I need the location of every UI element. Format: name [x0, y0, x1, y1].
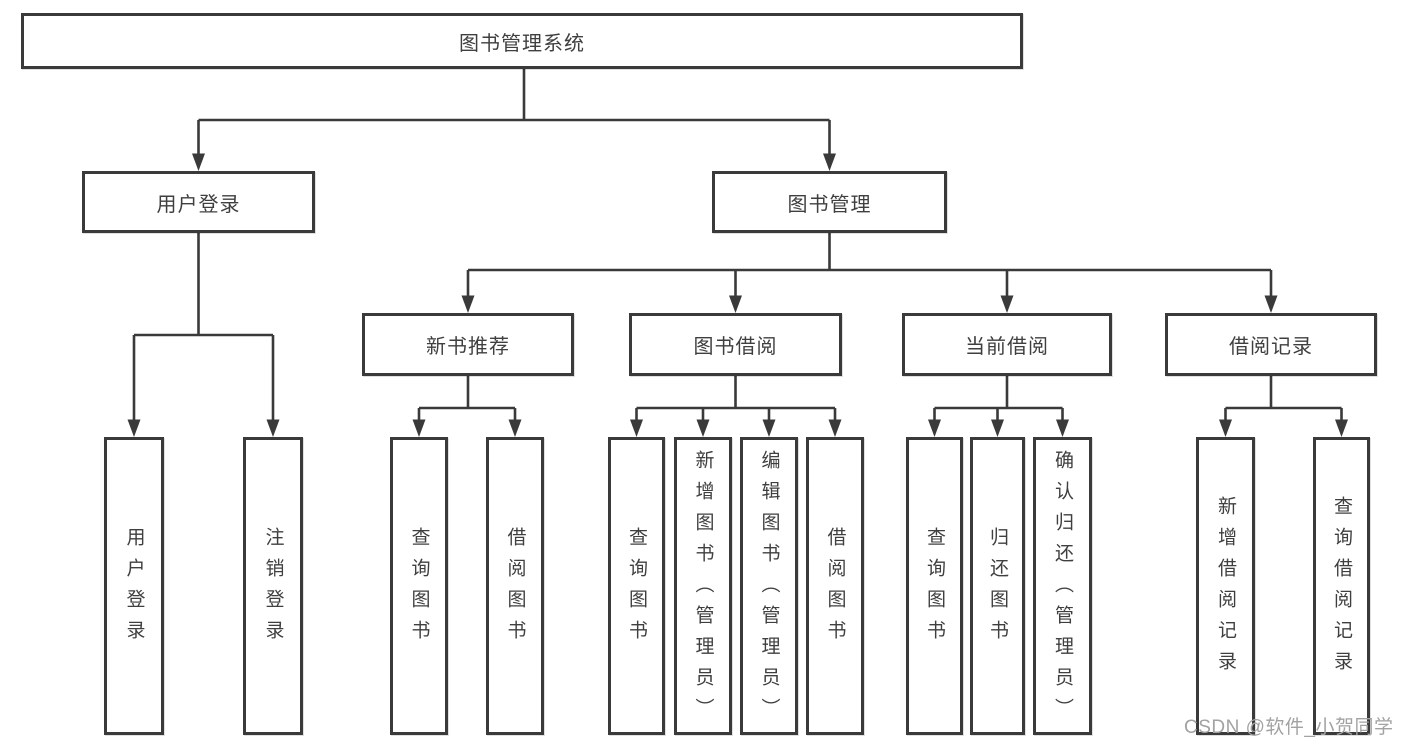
leaf-query-borrow-record: 查询借阅记录: [1313, 437, 1370, 735]
leaf-query-books-current: 查询图书: [906, 437, 963, 735]
connector-borrow-to-leaves: [635, 376, 837, 420]
leaf-query-books-recommend: 查询图书: [390, 437, 448, 735]
leaf-user-login: 用户登录: [104, 437, 164, 735]
arrowheads: [127, 153, 1348, 437]
node-user-login: 用户登录: [82, 171, 315, 233]
leaf-borrow-books: 借阅图书: [806, 437, 864, 735]
leaf-query-books-borrow: 查询图书: [608, 437, 665, 735]
leaf-borrow-books-recommend: 借阅图书: [486, 437, 544, 735]
watermark-text: CSDN @软件_小贺同学: [1184, 717, 1394, 738]
node-library-system: 图书管理系统: [21, 13, 1023, 69]
node-book-management: 图书管理: [712, 171, 947, 233]
connector-user-login-to-leaves: [132, 233, 275, 420]
node-borrow-records: 借阅记录: [1165, 313, 1377, 376]
connector-root-to-level2: [197, 69, 831, 154]
connector-book-mgmt-to-level3: [466, 233, 1273, 296]
node-current-borrow: 当前借阅: [902, 313, 1112, 376]
leaf-edit-books-admin: 编辑图书（管理员）: [740, 437, 798, 735]
connector-recommend-to-leaves: [417, 376, 517, 420]
leaf-add-books-admin: 新增图书（管理员）: [674, 437, 732, 735]
node-book-borrow: 图书借阅: [629, 313, 842, 376]
leaf-confirm-return-admin: 确认归还（管理员）: [1033, 437, 1092, 735]
connector-current-to-leaves: [933, 376, 1064, 420]
leaf-logout: 注销登录: [243, 437, 303, 735]
connector-records-to-leaves: [1224, 376, 1343, 420]
node-new-book-recommend: 新书推荐: [362, 313, 574, 376]
leaf-add-borrow-record: 新增借阅记录: [1196, 437, 1255, 735]
leaf-return-books: 归还图书: [970, 437, 1025, 735]
